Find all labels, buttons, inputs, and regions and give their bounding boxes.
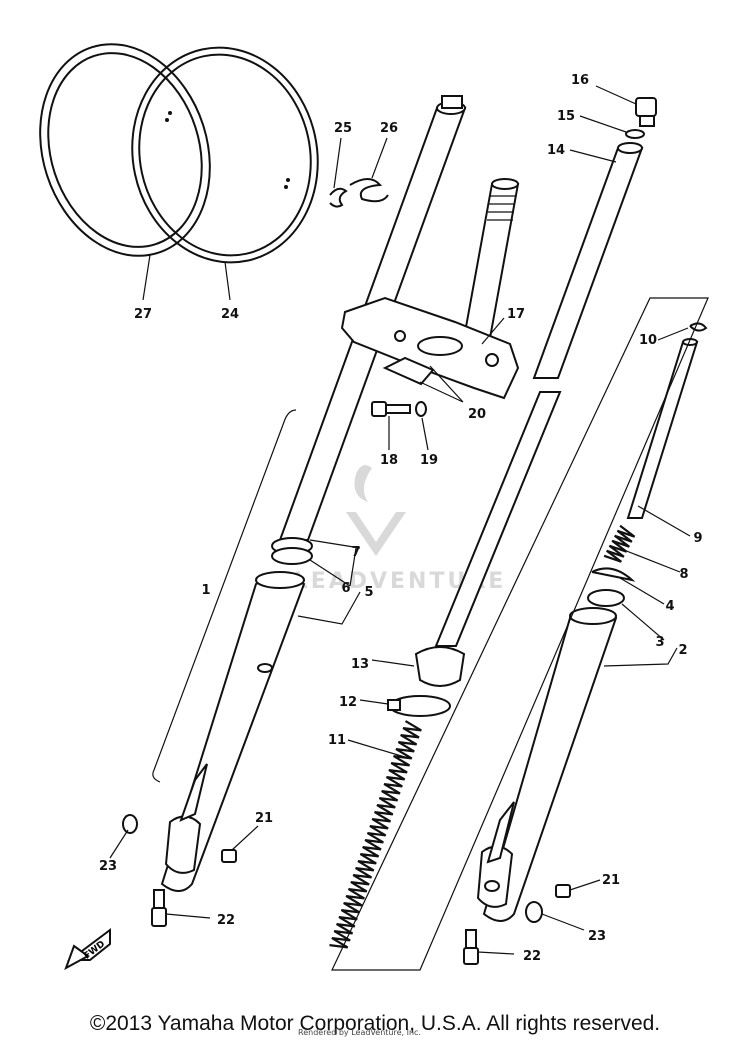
callout-5: 5 [364, 585, 373, 600]
callout-15: 15 [557, 109, 575, 124]
callout-6: 6 [341, 581, 350, 596]
callout-23-right: 23 [588, 929, 606, 944]
damper-rod-9 [626, 338, 699, 519]
callout-1: 1 [201, 583, 210, 598]
callout-3: 3 [655, 635, 664, 650]
under-bracket-17 [340, 296, 520, 400]
right-outer-tube-2 [476, 607, 618, 922]
callout-18: 18 [380, 453, 398, 468]
bolt-22-right [463, 929, 479, 965]
assembly-bracket-2-frame [331, 297, 709, 971]
o-ring-15 [625, 129, 645, 139]
washer-19 [415, 401, 427, 417]
callout-23-left: 23 [99, 859, 117, 874]
middle-inner-tube [434, 391, 562, 647]
callout-7: 7 [351, 545, 360, 560]
callout-14: 14 [547, 143, 565, 158]
washer-23-right [525, 901, 543, 923]
callout-20: 20 [468, 407, 486, 422]
callout-10: 10 [639, 333, 657, 348]
callout-12: 12 [339, 695, 357, 710]
callout-22-left: 22 [217, 913, 235, 928]
left-oil-seal-6 [271, 537, 313, 565]
callout-2: 2 [678, 643, 687, 658]
headlight-rim-27 [39, 43, 211, 257]
hose-clamp-12 [387, 695, 451, 717]
copyright-notice: ©2013 Yamaha Motor Corporation, U.S.A. A… [89, 1012, 661, 1035]
cap-bolt-16 [635, 97, 657, 127]
callout-8: 8 [679, 567, 688, 582]
callout-24: 24 [221, 307, 239, 322]
right-inner-tube-14 [532, 142, 644, 379]
callout-26: 26 [380, 121, 398, 136]
callout-13: 13 [351, 657, 369, 672]
bolt-22-left [151, 889, 167, 927]
callout-21-right: 21 [602, 873, 620, 888]
rendered-by-notice: Rendered by LeadVenture, Inc. [298, 1028, 421, 1037]
seat-10 [689, 322, 708, 332]
callout-25: 25 [334, 121, 352, 136]
spring-26 [349, 178, 389, 203]
callout-11: 11 [328, 733, 346, 748]
dust-seal-13 [414, 646, 466, 687]
oil-seal-3 [587, 589, 625, 607]
leader-lines [109, 85, 691, 955]
callout-9: 9 [693, 531, 702, 546]
callout-16: 16 [571, 73, 589, 88]
fork-spring-11 [329, 720, 422, 949]
rebound-spring-8 [603, 524, 636, 563]
callout-27: 27 [134, 307, 152, 322]
clip-25 [329, 187, 348, 208]
headlight-rim-24 [131, 46, 319, 264]
assembly-bracket-1 [152, 409, 297, 783]
callout-labels: 27 24 25 26 16 15 14 17 20 18 19 10 9 8 … [99, 73, 703, 964]
bolt-21-left [221, 849, 237, 863]
bolt-21-right [555, 884, 571, 898]
bolt-18 [371, 401, 411, 417]
fwd-arrow-icon: FWD [64, 928, 111, 971]
callout-21-left: 21 [255, 811, 273, 826]
washer-23-left [122, 814, 138, 834]
callout-17: 17 [507, 307, 525, 322]
callout-4: 4 [665, 599, 674, 614]
callout-22-right: 22 [523, 949, 541, 964]
circlip-4 [591, 567, 636, 582]
left-outer-tube [160, 571, 306, 892]
callout-19: 19 [420, 453, 438, 468]
